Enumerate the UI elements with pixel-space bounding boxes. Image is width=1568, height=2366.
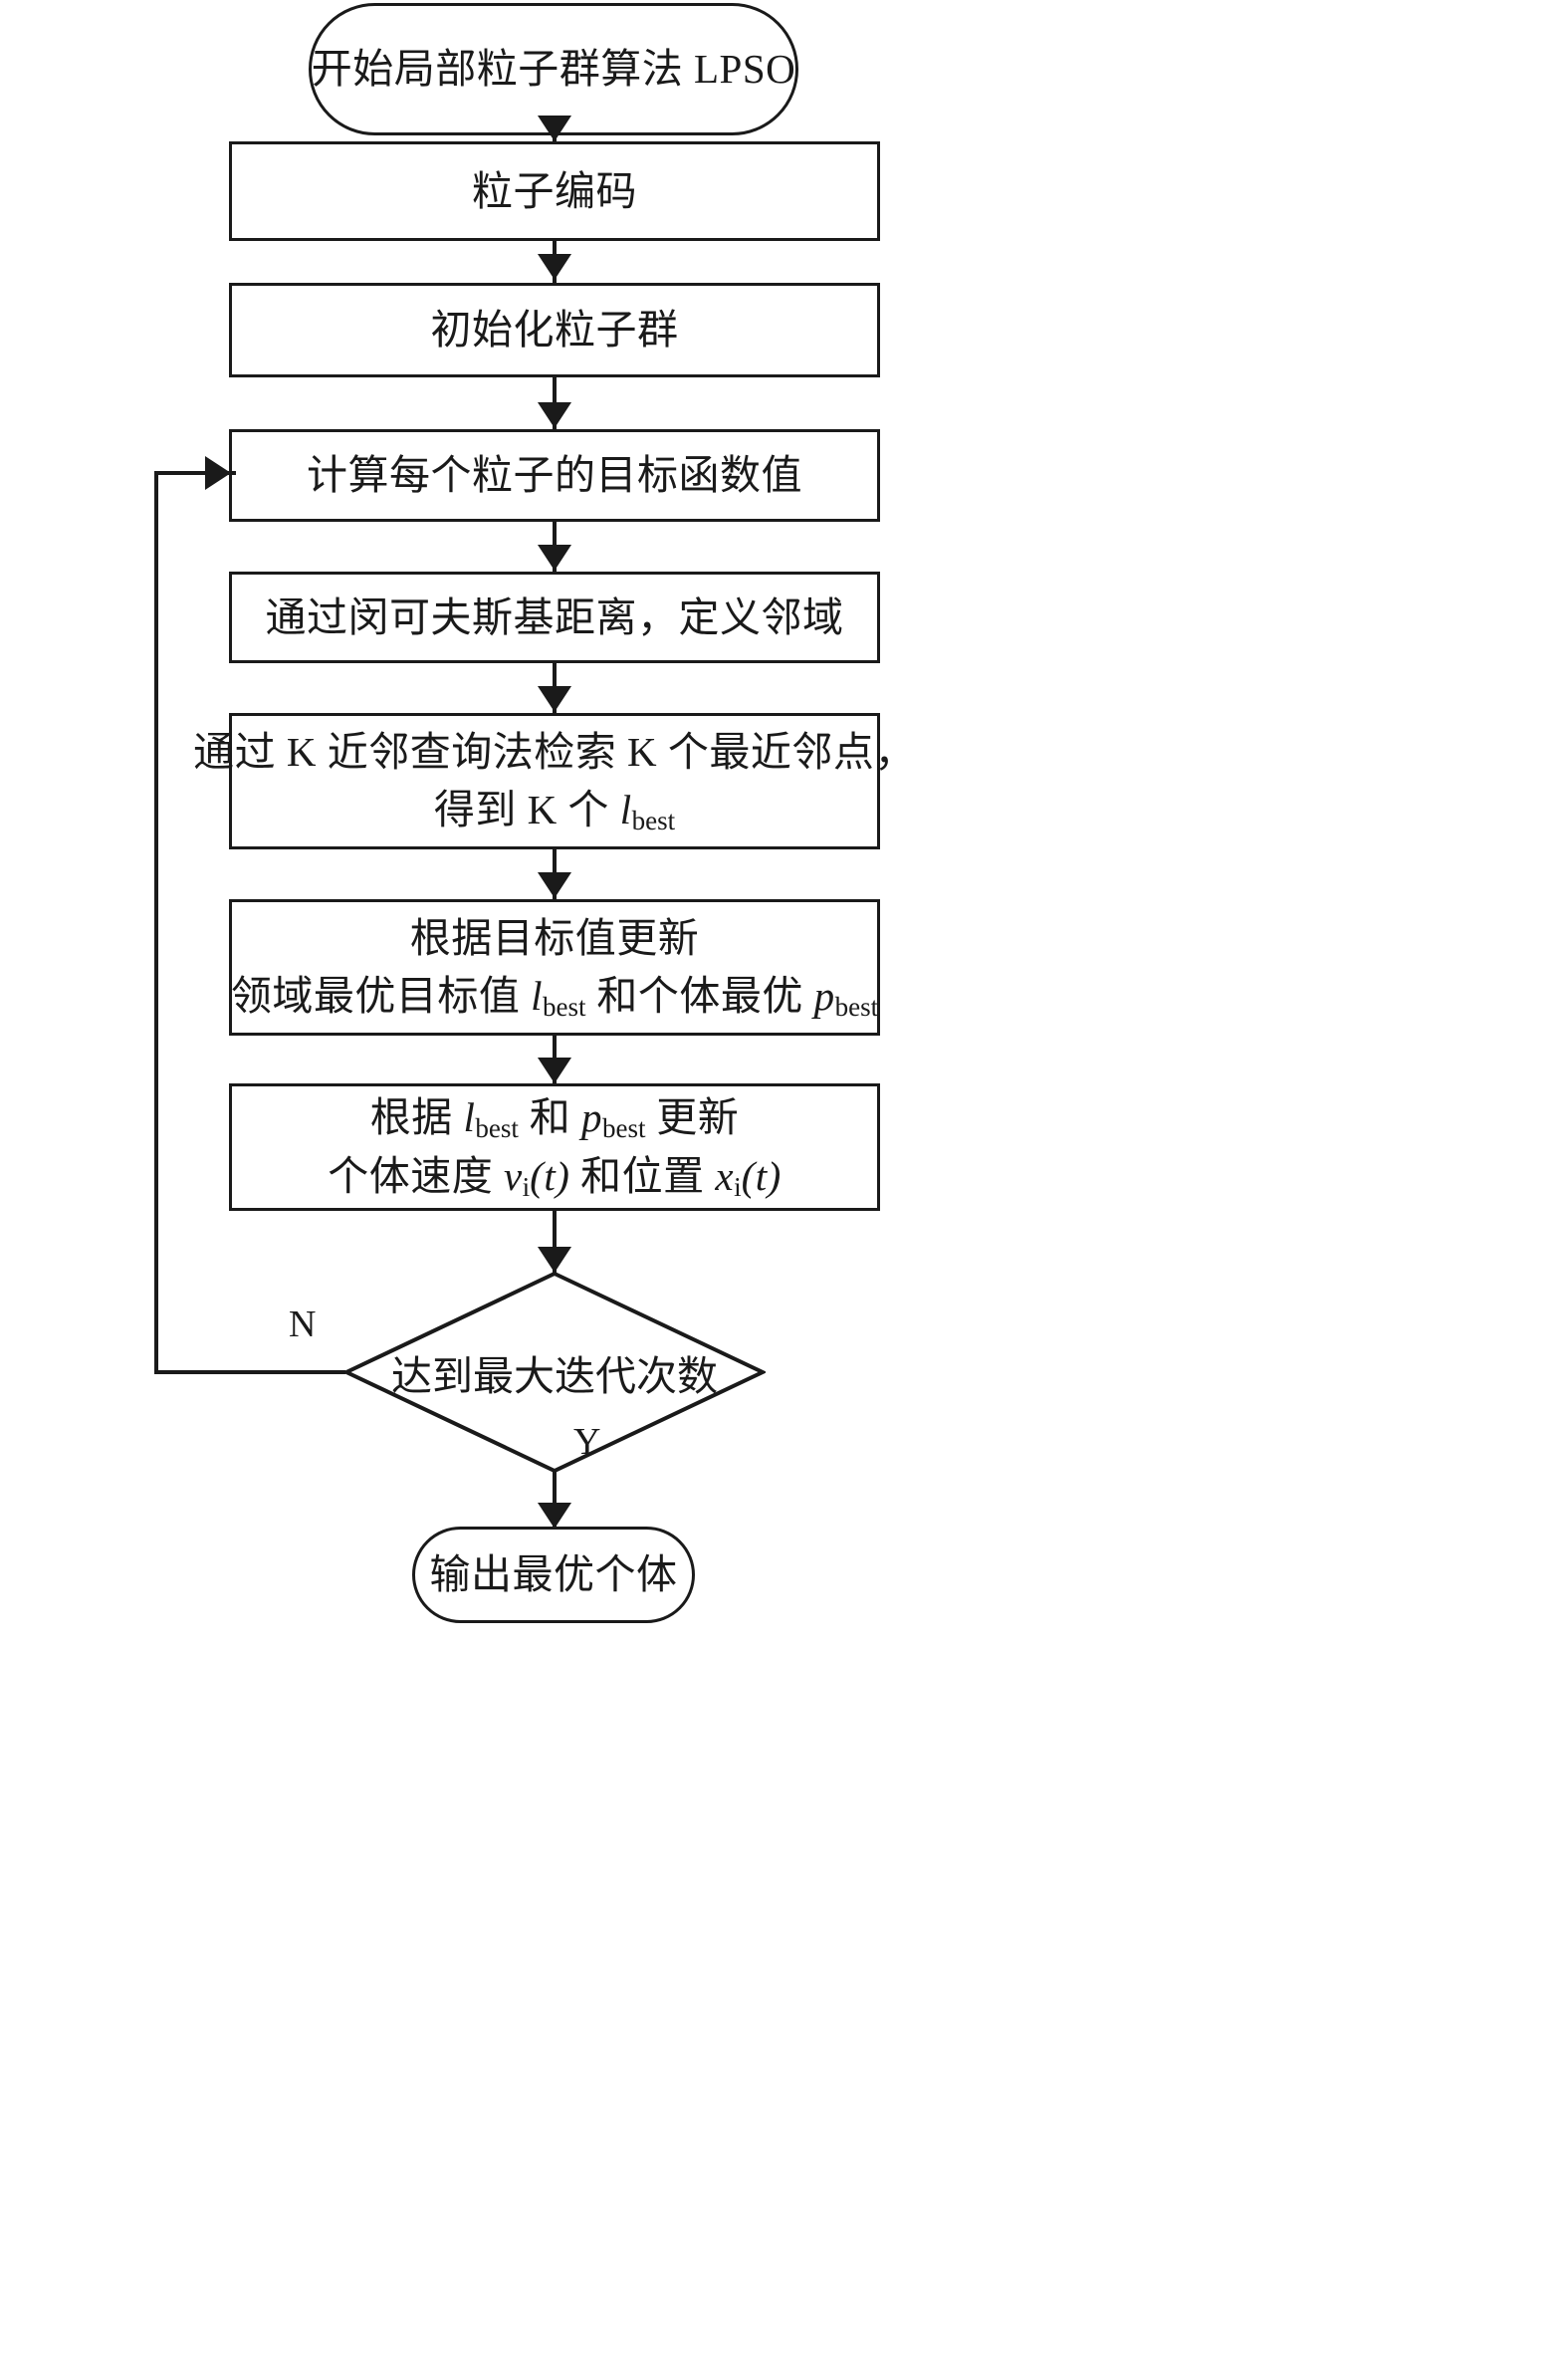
node-updatevx-v-paren: (t): [530, 1153, 570, 1199]
edge-yes-arrowhead: [538, 1503, 571, 1529]
node-start-label: 开始局部粒子群算法 LPSO: [311, 46, 796, 93]
node-updatebest-line2-mid: 和个体最优: [585, 972, 814, 1019]
edge-no-horizontal-into-evaluate: [154, 471, 236, 475]
edge-evaluate-to-neighbor-arrowhead: [538, 545, 571, 571]
node-knn-lbest-sub: best: [631, 805, 676, 835]
node-updatevx-v-sub: i: [522, 1171, 531, 1202]
node-knn-line2-prefix: 得到 K 个: [433, 786, 620, 832]
node-updatevx-x-var: x: [715, 1153, 735, 1199]
node-knn-lbest-var: l: [619, 786, 632, 832]
node-encode-label: 粒子编码: [472, 167, 637, 214]
edge-updatebest-to-updatevx-arrowhead: [538, 1058, 571, 1083]
node-updatebest-line1: 根据目标值更新: [409, 914, 700, 961]
node-decision: 达到最大迭代次数: [343, 1271, 766, 1474]
node-updatebest-lbest-var: l: [531, 972, 543, 1019]
node-decision-label: 达到最大迭代次数: [391, 1353, 718, 1399]
node-updatevx-pbest-sub: best: [601, 1112, 646, 1143]
node-updatevx-line2-mid: 和位置: [569, 1153, 716, 1199]
node-updatevx-x-sub: i: [734, 1171, 742, 1202]
node-updatevx-v-var: v: [503, 1153, 523, 1199]
node-knn: 通过 K 近邻查询法检索 K 个最近邻点， 得到 K 个 lbest: [193, 713, 915, 849]
node-updatevx-x-paren: (t): [741, 1153, 782, 1199]
node-evaluate-label: 计算每个粒子的目标函数值: [307, 452, 802, 499]
node-updatevx-lbest-sub: best: [475, 1112, 519, 1143]
edge-no-horizontal-from-diamond: [154, 1370, 345, 1374]
node-updatevx: 根据 lbest 和 pbest 更新 个体速度 vi(t) 和位置 xi(t): [229, 1083, 880, 1211]
node-updatebest-label: 根据目标值更新 领域最优目标值 lbest 和个体最优 pbest: [231, 909, 878, 1027]
node-init: 初始化粒子群: [229, 283, 880, 377]
edge-label-no: N: [289, 1303, 317, 1345]
node-updatebest-line2-prefix: 领域最优目标值: [230, 972, 532, 1019]
edge-no-arrowhead: [205, 456, 231, 490]
node-updatebest-pbest-var: p: [813, 972, 835, 1019]
node-updatevx-pbest-var: p: [580, 1093, 602, 1140]
edge-no-vertical-riser: [154, 471, 158, 1374]
node-updatebest: 根据目标值更新 领域最优目标值 lbest 和个体最优 pbest: [229, 899, 880, 1036]
node-updatevx-line1-suffix: 更新: [645, 1093, 740, 1140]
decision-diamond-shape: [343, 1271, 766, 1474]
node-knn-line1: 通过 K 近邻查询法检索 K 个最近邻点，: [193, 728, 916, 775]
edge-init-to-evaluate-arrowhead: [538, 402, 571, 428]
node-output-label: 输出最优个体: [429, 1551, 678, 1598]
node-updatevx-line2-prefix: 个体速度: [328, 1153, 504, 1199]
node-updatevx-line1-mid: 和: [518, 1093, 581, 1140]
node-knn-label: 通过 K 近邻查询法检索 K 个最近邻点， 得到 K 个 lbest: [193, 723, 916, 840]
node-updatebest-lbest-sub: best: [543, 991, 586, 1022]
node-evaluate: 计算每个粒子的目标函数值: [229, 429, 880, 522]
node-encode: 粒子编码: [229, 141, 880, 241]
node-neighbor: 通过闵可夫斯基距离，定义邻域: [229, 572, 880, 663]
node-updatevx-lbest-var: l: [463, 1093, 476, 1140]
edge-start-to-encode-arrowhead: [538, 116, 571, 141]
node-start: 开始局部粒子群算法 LPSO: [309, 3, 798, 135]
edge-knn-to-updatebest-arrowhead: [538, 872, 571, 898]
edge-label-yes: Y: [573, 1421, 601, 1463]
node-updatebest-pbest-sub: best: [834, 991, 879, 1022]
node-output: 输出最优个体: [412, 1527, 695, 1623]
node-neighbor-label: 通过闵可夫斯基距离，定义邻域: [265, 593, 844, 640]
node-init-label: 初始化粒子群: [430, 307, 679, 354]
node-updatevx-label: 根据 lbest 和 pbest 更新 个体速度 vi(t) 和位置 xi(t): [328, 1088, 782, 1207]
edge-encode-to-init-arrowhead: [538, 254, 571, 280]
edge-updatevx-to-decision: [553, 1211, 557, 1273]
node-updatevx-line1-prefix: 根据: [369, 1093, 464, 1140]
edge-neighbor-to-knn-arrowhead: [538, 686, 571, 712]
edge-yes-vertical: [553, 1472, 557, 1530]
edge-updatevx-to-decision-arrowhead: [538, 1247, 571, 1273]
